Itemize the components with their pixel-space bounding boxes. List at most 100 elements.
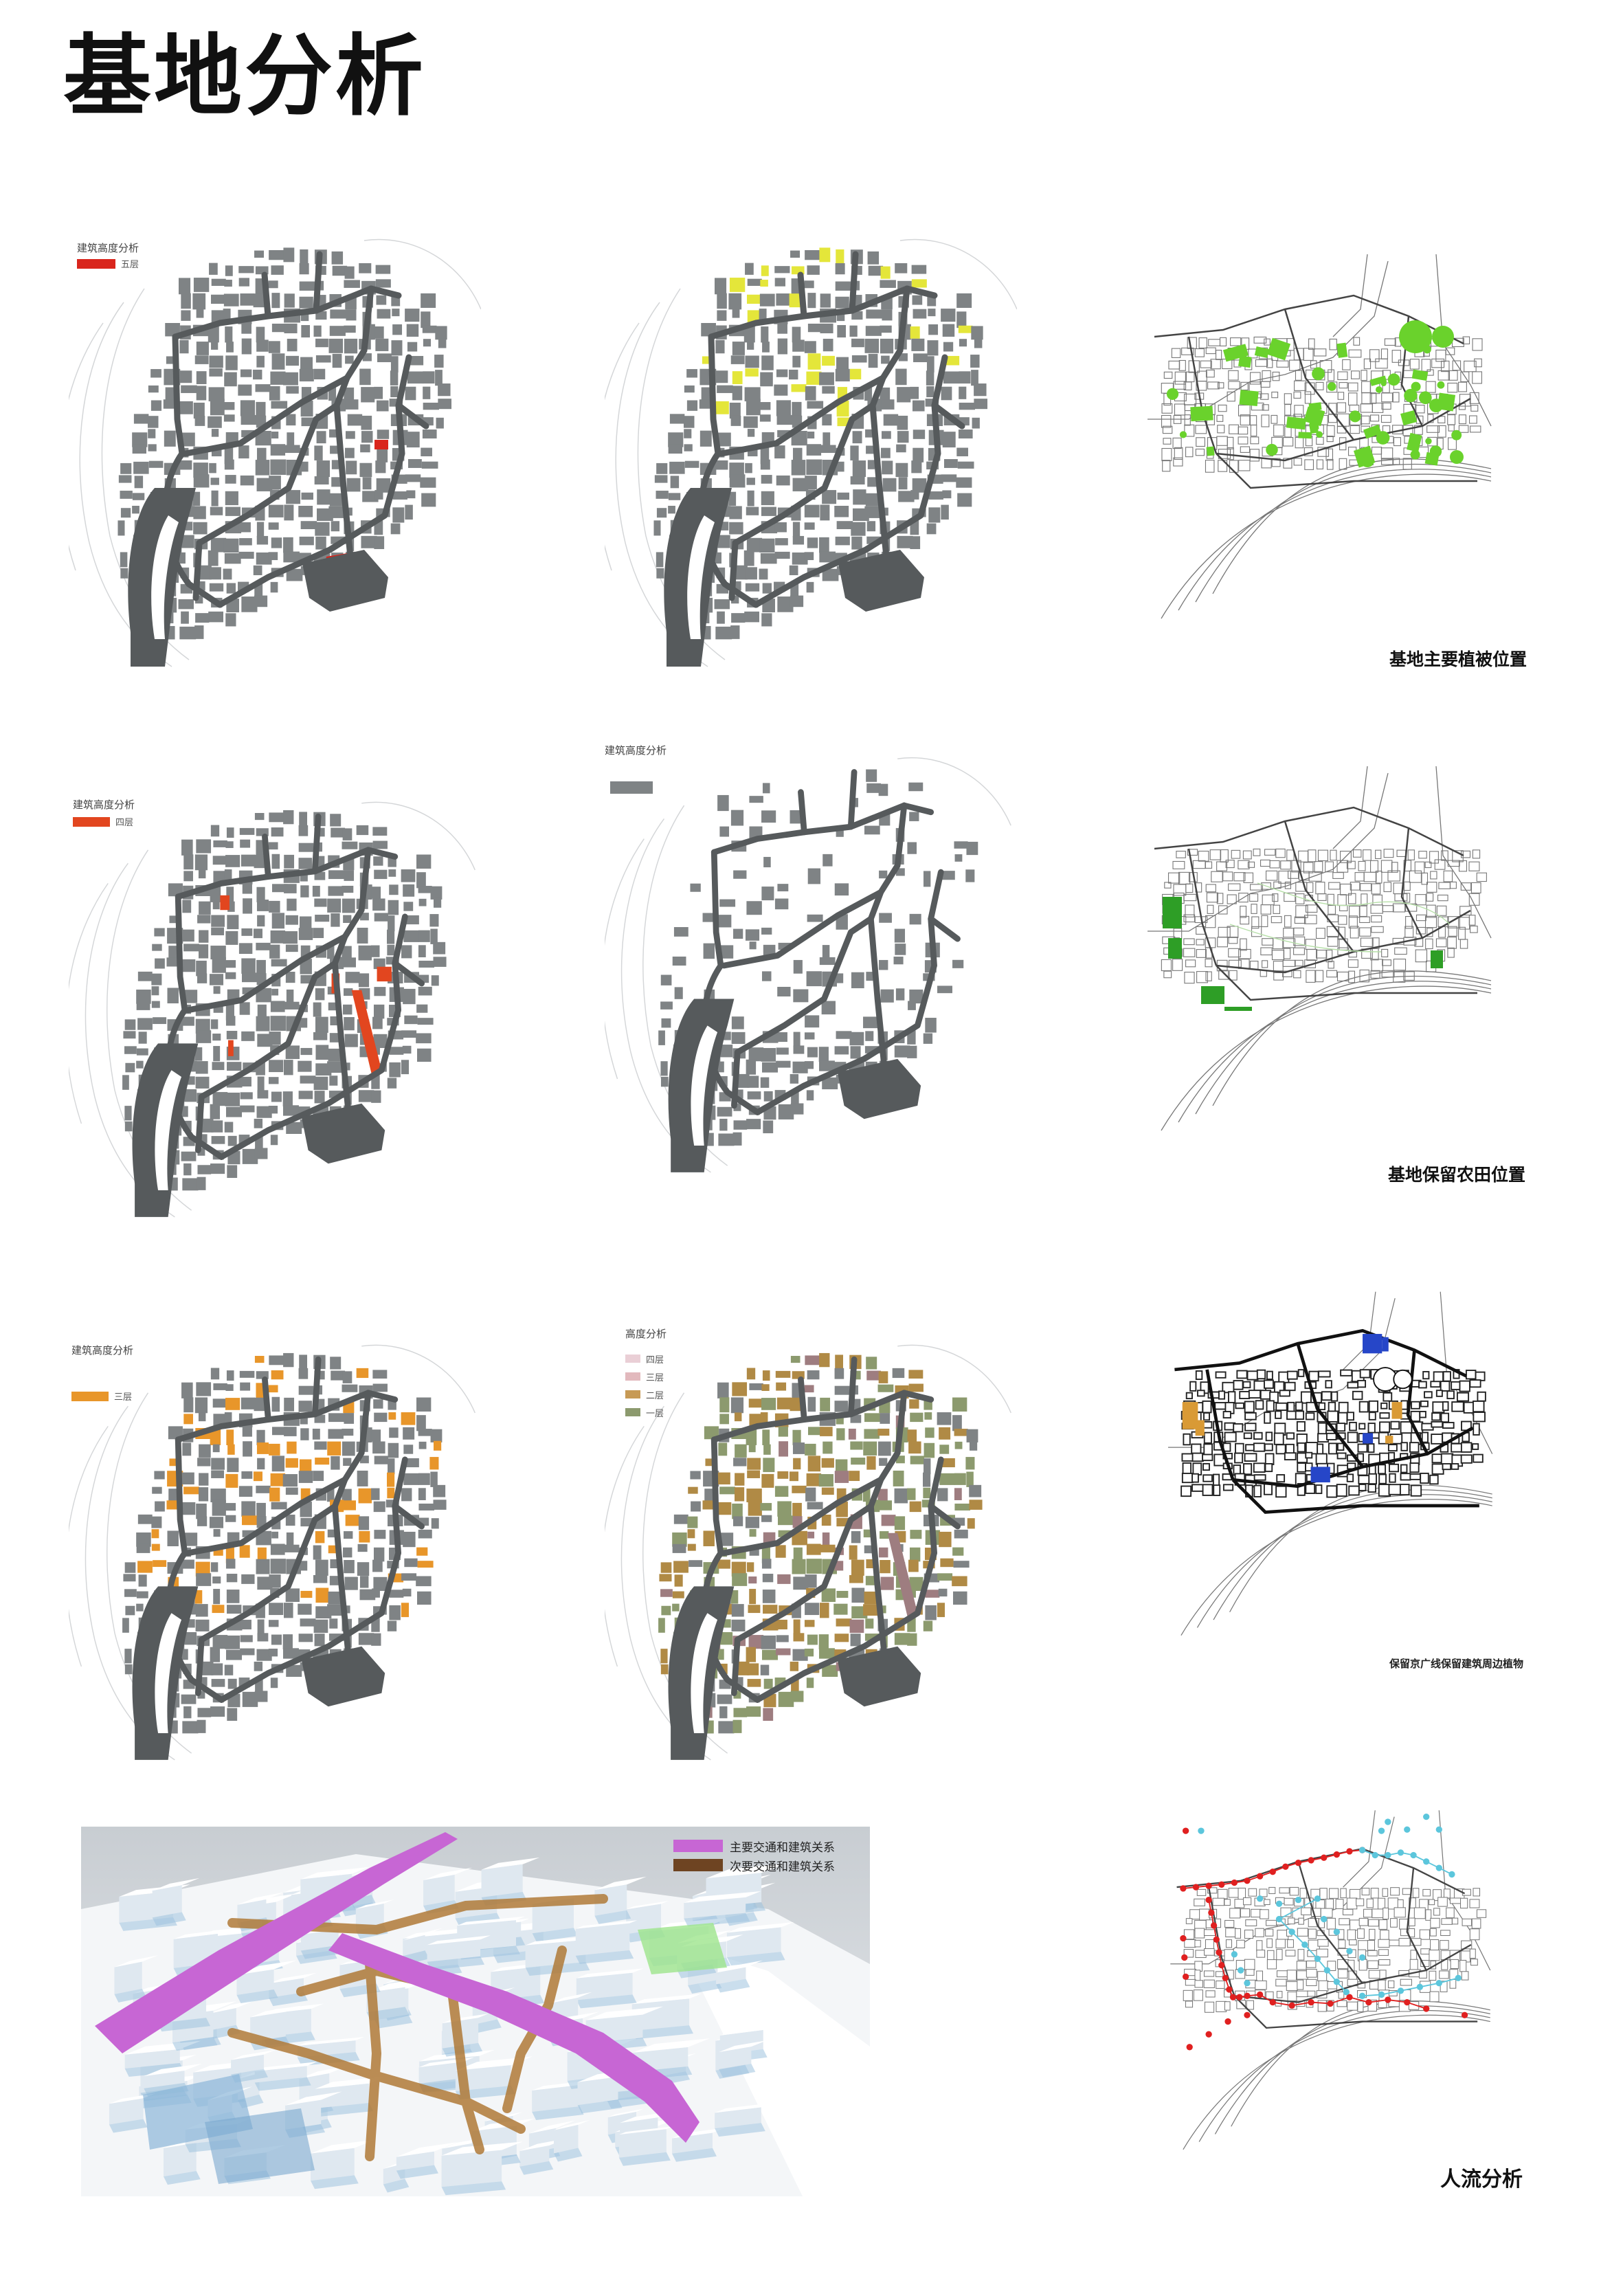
building bbox=[1419, 1411, 1426, 1418]
building bbox=[1424, 1391, 1433, 1398]
road bbox=[175, 893, 188, 1014]
flow-point bbox=[1288, 2002, 1295, 2009]
building bbox=[1207, 381, 1220, 390]
building bbox=[1460, 882, 1472, 891]
building bbox=[745, 263, 754, 275]
building bbox=[343, 1500, 356, 1511]
building bbox=[376, 400, 389, 412]
building bbox=[759, 402, 771, 410]
building bbox=[300, 249, 309, 266]
building bbox=[1174, 371, 1186, 385]
building bbox=[1328, 1442, 1338, 1455]
building bbox=[405, 386, 416, 401]
building bbox=[271, 401, 288, 409]
building bbox=[1447, 860, 1460, 867]
flow-point bbox=[1333, 1928, 1340, 1935]
building bbox=[421, 311, 431, 328]
context-arc bbox=[1183, 2014, 1490, 2150]
building bbox=[1306, 970, 1316, 983]
tree bbox=[1450, 450, 1464, 464]
building bbox=[423, 339, 432, 347]
building bbox=[1440, 1412, 1450, 1423]
building bbox=[851, 1587, 865, 1603]
flow-point bbox=[1218, 1961, 1225, 1969]
block-shadow bbox=[311, 2175, 359, 2189]
building bbox=[1173, 457, 1183, 467]
road bbox=[311, 813, 322, 875]
building bbox=[358, 1090, 374, 1102]
building bbox=[733, 928, 743, 939]
flow-legend-dot bbox=[1182, 1827, 1189, 1834]
building bbox=[168, 883, 183, 897]
dark-plaza bbox=[837, 1646, 921, 1707]
context-arc bbox=[605, 322, 640, 571]
building bbox=[789, 369, 798, 380]
building bbox=[270, 444, 286, 456]
flow-point bbox=[1244, 1992, 1251, 1999]
building bbox=[1394, 947, 1407, 955]
building bbox=[242, 883, 252, 894]
building bbox=[392, 507, 405, 523]
block-side bbox=[575, 1923, 630, 1956]
building bbox=[224, 372, 237, 387]
building bbox=[1327, 1410, 1339, 1423]
building bbox=[313, 1076, 328, 1091]
building bbox=[863, 1441, 877, 1456]
building bbox=[403, 1427, 415, 1440]
block-shadow bbox=[577, 2099, 623, 2114]
building bbox=[804, 280, 814, 289]
building bbox=[691, 1501, 701, 1512]
building bbox=[285, 972, 295, 983]
block-shadow bbox=[350, 1895, 376, 1909]
building bbox=[1260, 947, 1273, 956]
building bbox=[1368, 1400, 1378, 1413]
flow-point bbox=[1372, 1851, 1378, 1859]
building bbox=[745, 583, 760, 592]
road bbox=[332, 847, 372, 967]
legend-label: 二层 bbox=[646, 1390, 664, 1401]
building bbox=[271, 1396, 280, 1412]
building bbox=[1429, 1991, 1440, 2003]
block-shadow bbox=[715, 2123, 765, 2137]
building bbox=[255, 266, 269, 275]
building bbox=[1425, 381, 1436, 393]
building bbox=[1250, 372, 1261, 385]
building bbox=[389, 1427, 399, 1438]
building bbox=[210, 1019, 219, 1029]
building bbox=[197, 915, 211, 924]
building bbox=[195, 1561, 210, 1577]
building bbox=[880, 1413, 891, 1424]
building bbox=[1399, 1484, 1410, 1496]
building bbox=[881, 399, 895, 410]
building bbox=[879, 1458, 888, 1466]
building bbox=[1347, 893, 1356, 904]
building bbox=[1251, 904, 1257, 914]
tree bbox=[1179, 431, 1187, 438]
building bbox=[1191, 1484, 1205, 1492]
building bbox=[1434, 859, 1446, 870]
building-block bbox=[231, 2049, 276, 2083]
building bbox=[731, 1604, 744, 1617]
building bbox=[271, 854, 280, 869]
building bbox=[1244, 1929, 1254, 1939]
building bbox=[1468, 861, 1480, 871]
building bbox=[123, 1574, 136, 1582]
building bbox=[1473, 1888, 1481, 1897]
building bbox=[241, 1515, 258, 1526]
building bbox=[965, 1457, 975, 1470]
building bbox=[1217, 937, 1228, 948]
vegetation-patch bbox=[1336, 342, 1348, 358]
building bbox=[212, 1398, 228, 1408]
building bbox=[1459, 906, 1472, 916]
building bbox=[1382, 1888, 1389, 1897]
block-side bbox=[152, 1885, 182, 1918]
building bbox=[181, 1382, 193, 1398]
building bbox=[1282, 437, 1294, 447]
building bbox=[1205, 958, 1213, 968]
building bbox=[328, 1048, 343, 1062]
building bbox=[314, 1414, 326, 1423]
building bbox=[328, 1091, 344, 1098]
building bbox=[195, 1604, 208, 1617]
building bbox=[300, 1075, 316, 1084]
block-shadow bbox=[575, 1950, 634, 1964]
